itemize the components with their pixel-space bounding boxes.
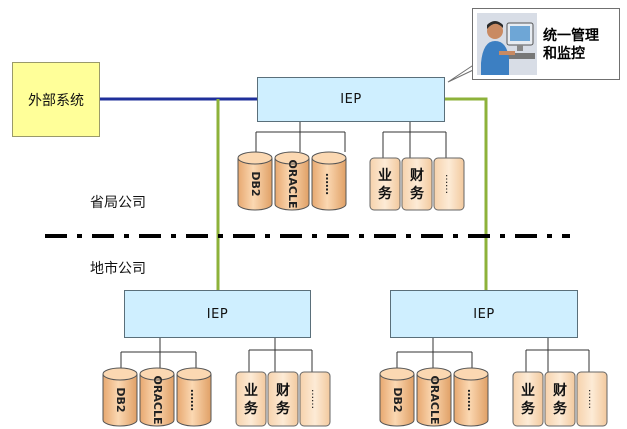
database-label: ORACLE — [286, 160, 299, 209]
business-module-label: 财 — [409, 167, 424, 184]
business-module-card: …… — [576, 371, 608, 427]
business-module-label: …… — [309, 389, 320, 409]
iep-box-bottom-right: IEP — [390, 290, 578, 338]
database-cylinder: DB2 — [237, 151, 273, 211]
database-label: ORACLE — [151, 376, 164, 425]
business-module-card: …… — [433, 157, 465, 211]
business-module-label: 业 — [521, 383, 535, 399]
iep-box-bottom-left: IEP — [124, 290, 311, 338]
callout-text: 统一管理 和监控 — [543, 27, 599, 63]
database-cylinder: …… — [176, 367, 212, 427]
iep-label: IEP — [340, 92, 362, 107]
database-label: DB2 — [391, 387, 404, 412]
database-cylinder: ORACLE — [274, 151, 310, 211]
operator-at-computer-icon — [477, 13, 537, 75]
database-label: ORACLE — [428, 376, 441, 425]
callout-line-1: 统一管理 — [543, 28, 599, 44]
top-db-connector — [255, 122, 346, 152]
right-biz-connector — [525, 338, 590, 372]
database-group-right: DB2 ORACLE …… — [379, 367, 489, 427]
database-label: DB2 — [249, 171, 262, 196]
business-module-card: 财务 — [401, 157, 433, 211]
business-module-label: …… — [443, 174, 454, 194]
left-biz-connector — [248, 338, 313, 372]
business-module-card: 业务 — [369, 157, 401, 211]
iep-label: IEP — [206, 306, 229, 322]
iep-box-top: IEP — [257, 77, 445, 122]
database-label: …… — [188, 389, 201, 411]
business-module-label: 务 — [378, 185, 393, 202]
business-module-label: 业 — [378, 168, 392, 184]
business-module-label: 务 — [410, 185, 425, 202]
iep-label: IEP — [473, 306, 495, 322]
region-label-bottom: 地市公司 — [90, 261, 146, 277]
callout-line-2: 和监控 — [543, 46, 585, 62]
business-module-label: 务 — [276, 400, 291, 417]
business-module-label: 务 — [553, 400, 568, 417]
monitor-callout: 统一管理 和监控 — [472, 8, 620, 80]
business-module-label: 财 — [552, 382, 567, 399]
business-module-group-top: 业务财务…… — [369, 157, 465, 211]
business-module-group-left: 业务财务…… — [235, 371, 331, 427]
business-module-group-right: 业务财务…… — [512, 371, 608, 427]
green-link-right — [445, 97, 488, 290]
database-group-top: DB2 ORACLE …… — [237, 151, 347, 211]
external-system-label: 外部系统 — [28, 92, 84, 109]
business-module-card: 财务 — [267, 371, 299, 427]
business-module-label: 务 — [521, 400, 536, 417]
database-cylinder: ORACLE — [139, 367, 175, 427]
business-module-label: 务 — [244, 400, 259, 417]
database-cylinder: …… — [311, 151, 347, 211]
business-module-card: 业务 — [235, 371, 267, 427]
top-biz-connector — [382, 122, 447, 158]
business-module-card: 业务 — [512, 371, 544, 427]
database-cylinder: DB2 — [379, 367, 415, 427]
business-module-label: …… — [586, 389, 597, 409]
region-label-top: 省局公司 — [90, 195, 146, 211]
database-label: …… — [323, 173, 336, 195]
external-system-box: 外部系统 — [12, 62, 100, 137]
left-db-connector — [120, 338, 197, 368]
database-cylinder: …… — [453, 367, 489, 427]
business-module-label: 业 — [244, 383, 258, 399]
database-label: DB2 — [114, 387, 127, 412]
database-cylinder: DB2 — [102, 367, 138, 427]
database-label: …… — [465, 389, 478, 411]
right-db-connector — [396, 338, 473, 368]
business-module-label: 财 — [275, 382, 290, 399]
database-group-left: DB2 ORACLE …… — [102, 367, 212, 427]
business-module-card: …… — [299, 371, 331, 427]
database-cylinder: ORACLE — [416, 367, 452, 427]
business-module-card: 财务 — [544, 371, 576, 427]
